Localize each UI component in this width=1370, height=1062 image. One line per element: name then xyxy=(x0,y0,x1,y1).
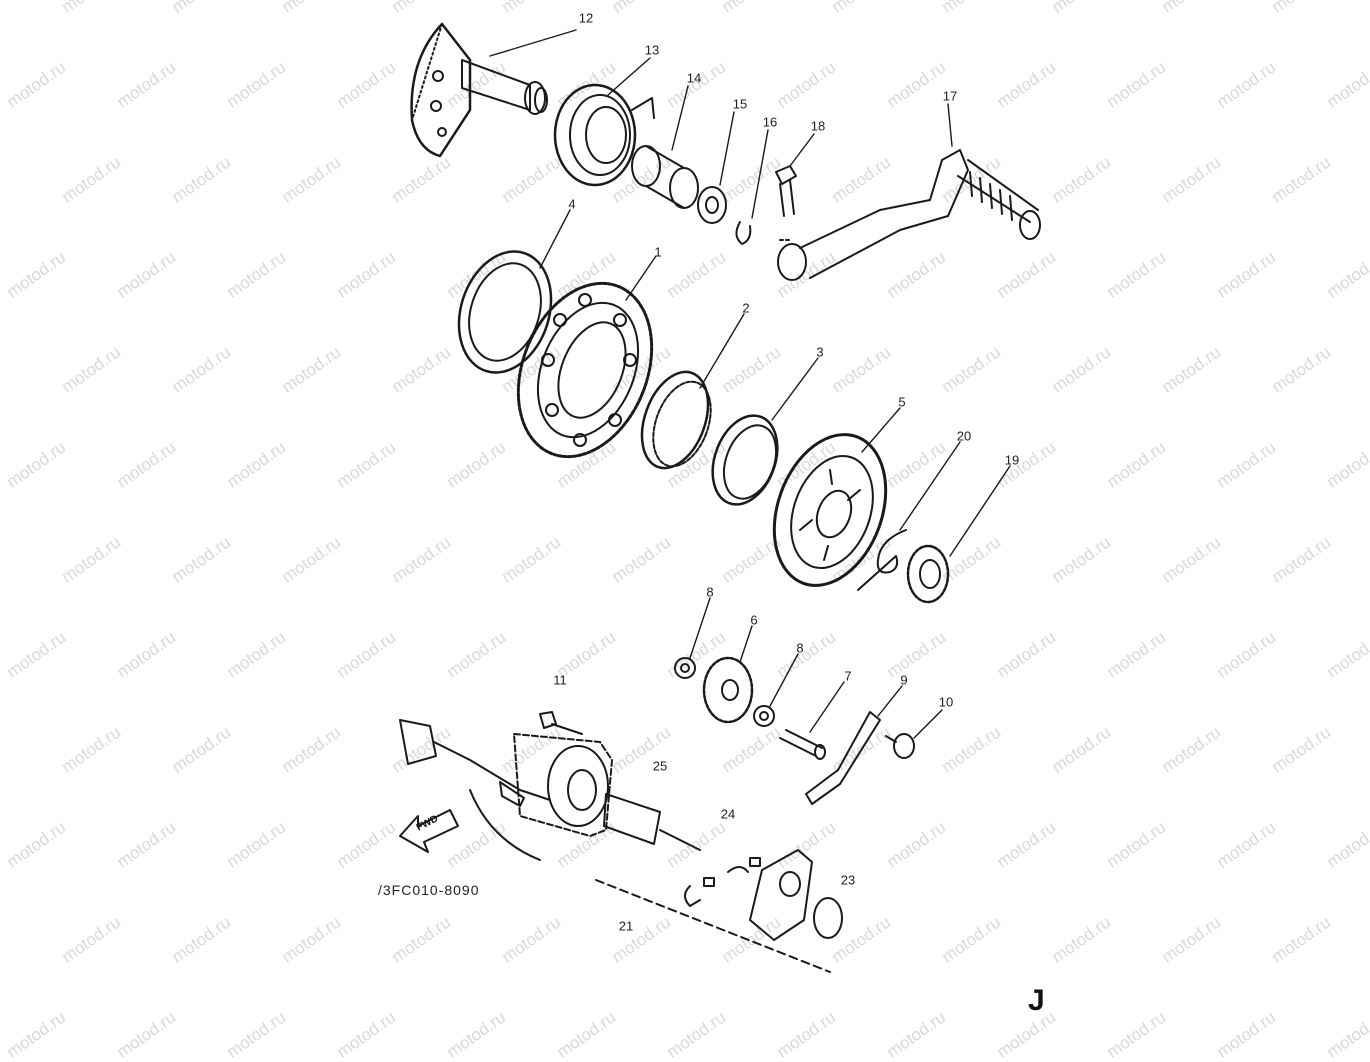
callout-25: 25 xyxy=(652,758,668,774)
part-12-kick-axle xyxy=(410,22,548,158)
callout-12: 12 xyxy=(578,10,594,26)
callout-8: 8 xyxy=(796,640,804,656)
callout-24: 24 xyxy=(720,806,736,822)
callout-2: 2 xyxy=(742,300,750,316)
callout-19: 19 xyxy=(1004,452,1020,468)
callout-1: 1 xyxy=(654,244,662,260)
callout-6: 6 xyxy=(750,612,758,628)
callout-14: 14 xyxy=(686,70,702,86)
part-17-kick-crank xyxy=(777,149,1041,281)
callout-23: 23 xyxy=(840,872,856,888)
diagram-code: /3FC010-8090 xyxy=(378,882,480,898)
callout-17: 17 xyxy=(942,88,958,104)
callout-16: 16 xyxy=(762,114,778,130)
callout-15: 15 xyxy=(732,96,748,112)
callout-7: 7 xyxy=(844,668,852,684)
part-14-collar xyxy=(631,145,699,209)
callout-8: 8 xyxy=(706,584,714,600)
callout-10: 10 xyxy=(938,694,954,710)
callout-4: 4 xyxy=(568,196,576,212)
callout-18: 18 xyxy=(810,118,826,134)
part-24-brush-set xyxy=(684,857,761,907)
part-brush-holder xyxy=(749,849,813,941)
part-6-idle-gear xyxy=(702,656,754,724)
part-2-needle-bearing xyxy=(640,370,712,470)
part-10-screw xyxy=(885,733,915,759)
part-15-washer xyxy=(697,186,727,224)
part-23-o-ring xyxy=(813,897,843,939)
part-16-circlip xyxy=(735,221,752,245)
callout-13: 13 xyxy=(644,42,660,58)
callout-3: 3 xyxy=(816,344,824,360)
parts-drawing xyxy=(399,22,1041,973)
callout-5: 5 xyxy=(898,394,906,410)
callout-9: 9 xyxy=(900,672,908,688)
part-1-starter-ring-gear xyxy=(516,281,654,459)
callout-11: 11 xyxy=(553,672,567,688)
part-5-one-way-clutch xyxy=(772,433,888,587)
callout-21: 21 xyxy=(618,918,634,934)
part-11-bolt xyxy=(539,711,583,735)
connector-lead xyxy=(399,719,551,861)
fwd-arrow-icon xyxy=(399,809,459,853)
callout-20: 20 xyxy=(956,428,972,444)
part-3-bush-ring xyxy=(711,414,779,506)
part-7-shaft xyxy=(779,729,826,760)
part-8-washer-2 xyxy=(753,705,775,727)
part-8-washer xyxy=(674,657,696,679)
part-20-spring xyxy=(857,529,907,591)
part-4-plate-washer xyxy=(457,250,553,374)
part-13-torsion-spring xyxy=(553,83,655,187)
part-19-idle-gear xyxy=(906,544,950,604)
part-9-plate xyxy=(805,711,881,805)
part-25-starter-motor xyxy=(513,733,701,851)
part-21-assembly-bracket xyxy=(595,879,831,973)
page-letter: J xyxy=(1028,984,1045,1017)
part-18-bolt xyxy=(775,165,797,241)
leader-lines xyxy=(489,29,1011,739)
